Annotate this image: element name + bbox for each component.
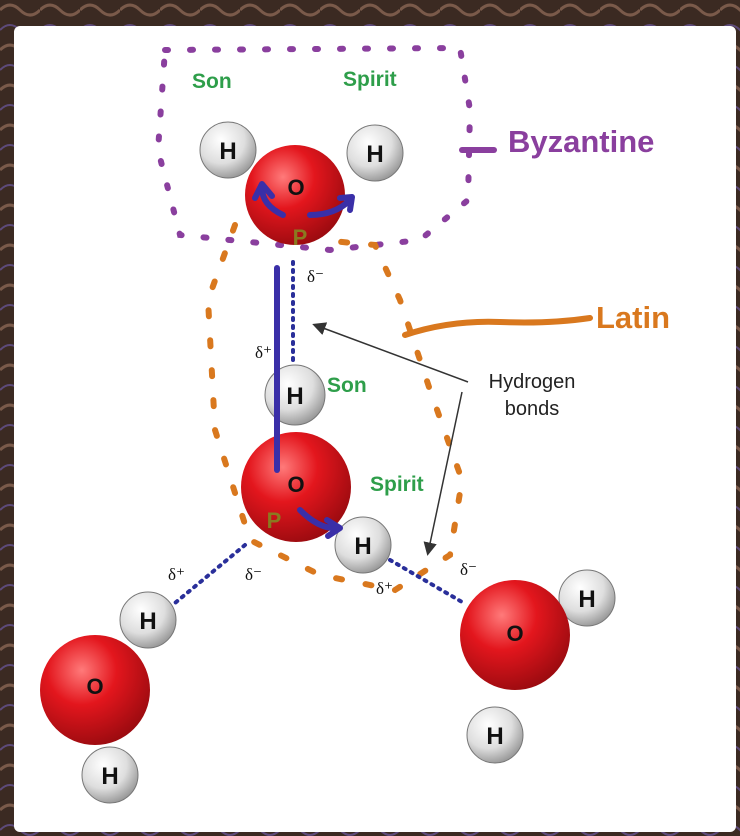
top-h-left-label: H [219, 138, 236, 165]
mid-p-label: P [267, 508, 282, 533]
latin-label: Latin [596, 300, 670, 335]
delta-minus-right: δ⁻ [460, 560, 477, 579]
delta-plus-left: δ⁺ [168, 565, 185, 584]
delta-minus-left: δ⁻ [245, 565, 262, 584]
hydrogen-bonds-label-line2: bonds [505, 398, 560, 420]
latin-pointer [402, 315, 593, 338]
mid-h-top-label: H [286, 383, 303, 410]
bottom-right-molecule: H H O [460, 569, 616, 764]
spirit-label-mid: Spirit [370, 473, 424, 496]
bottom-left-molecule: H H O [40, 591, 177, 804]
byzantine-label: Byzantine [508, 124, 654, 159]
hydrogen-bond-arrow-down [423, 391, 463, 556]
br-h-top-label: H [578, 586, 595, 613]
bl-h-bottom-label: H [101, 763, 118, 790]
delta-minus-top: δ⁻ [307, 267, 324, 286]
bl-h-top-label: H [139, 608, 156, 635]
delta-plus-right: δ⁺ [376, 579, 393, 598]
br-o-label: O [506, 621, 523, 646]
bl-o-label: O [86, 674, 103, 699]
delta-plus-mid: δ⁺ [255, 343, 272, 362]
spirit-label-top: Spirit [343, 68, 397, 91]
top-p-label: P [293, 225, 308, 250]
mid-h-right-label: H [354, 533, 371, 560]
top-molecule: H H O P [199, 121, 404, 250]
mid-o-label: O [287, 472, 304, 497]
hydrogen-bonds-label-line1: Hydrogen [489, 371, 576, 393]
son-label-top: Son [192, 70, 232, 93]
br-h-bottom-label: H [486, 723, 503, 750]
procession-arrows [252, 181, 355, 539]
son-label-mid: Son [327, 374, 367, 397]
top-h-right-label: H [366, 141, 383, 168]
latin-boundary [204, 222, 466, 594]
top-o-label: O [287, 175, 304, 200]
hydrogen-bond-lines [173, 260, 464, 605]
hydrogen-bond-arrow-up [312, 322, 469, 383]
